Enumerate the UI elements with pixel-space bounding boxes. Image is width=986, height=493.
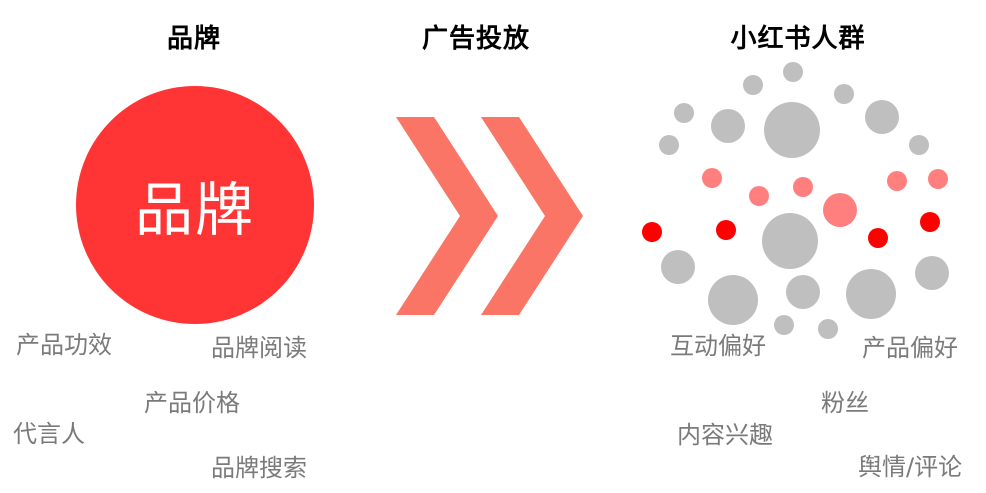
crowd-bubble-gray <box>774 315 794 335</box>
brand-circle-text: 品牌 <box>134 176 255 244</box>
crowd-bubble-gray <box>786 275 820 309</box>
crowd-bubble-gray <box>783 62 803 82</box>
crowd-bubble-pink <box>749 186 769 206</box>
brand-attribute-label: 产品价格 <box>144 389 240 417</box>
brand-attribute-label: 代言人 <box>13 420 85 448</box>
crowd-attribute-label: 产品偏好 <box>862 334 958 362</box>
crowd-attribute-label: 舆情/评论 <box>858 453 963 481</box>
brand-attribute-label: 产品功效 <box>16 331 112 359</box>
heading-brand: 品牌 <box>166 24 222 54</box>
crowd-bubble-gray <box>659 135 679 155</box>
crowd-bubble-gray <box>834 84 854 104</box>
crowd-bubble-gray <box>674 103 694 123</box>
crowd-bubble-gray <box>818 319 838 339</box>
crowd-bubble-gray <box>708 275 758 325</box>
crowd-bubble-red <box>868 228 888 248</box>
crowd-bubble-pink <box>928 169 948 189</box>
crowd-bubble-gray <box>711 109 745 143</box>
crowd-bubble-pink <box>887 171 907 191</box>
heading-ad-placement: 广告投放 <box>421 24 531 54</box>
crowd-bubble-gray <box>762 213 818 269</box>
crowd-bubble-gray <box>915 256 949 290</box>
crowd-bubble-gray <box>764 102 820 158</box>
crowd-bubble-red <box>716 220 736 240</box>
crowd-bubble-gray <box>846 269 896 319</box>
brand-circle: 品牌 <box>76 86 314 324</box>
crowd-bubble-gray <box>865 100 899 134</box>
crowd-bubble-gray <box>661 250 695 284</box>
crowd-bubble-pink <box>823 193 857 227</box>
crowd-attribute-label: 互动偏好 <box>670 332 766 360</box>
chevron-right-icon <box>396 117 498 315</box>
crowd-attribute-label: 内容兴趣 <box>677 421 773 449</box>
crowd-bubble-gray <box>743 75 763 95</box>
heading-xiaohongshu-crowd: 小红书人群 <box>730 24 866 54</box>
crowd-bubble-pink <box>702 168 722 188</box>
chevron-right-icon <box>481 117 583 315</box>
double-chevron-right-icon <box>396 117 583 315</box>
crowd-bubble-red <box>920 212 940 232</box>
crowd-bubble-pink <box>793 177 813 197</box>
brand-attribute-label: 品牌阅读 <box>211 334 307 362</box>
crowd-attribute-label: 粉丝 <box>821 389 869 417</box>
brand-attribute-label: 品牌搜索 <box>211 454 307 482</box>
crowd-bubble-gray <box>909 135 929 155</box>
crowd-bubble-red <box>642 222 662 242</box>
